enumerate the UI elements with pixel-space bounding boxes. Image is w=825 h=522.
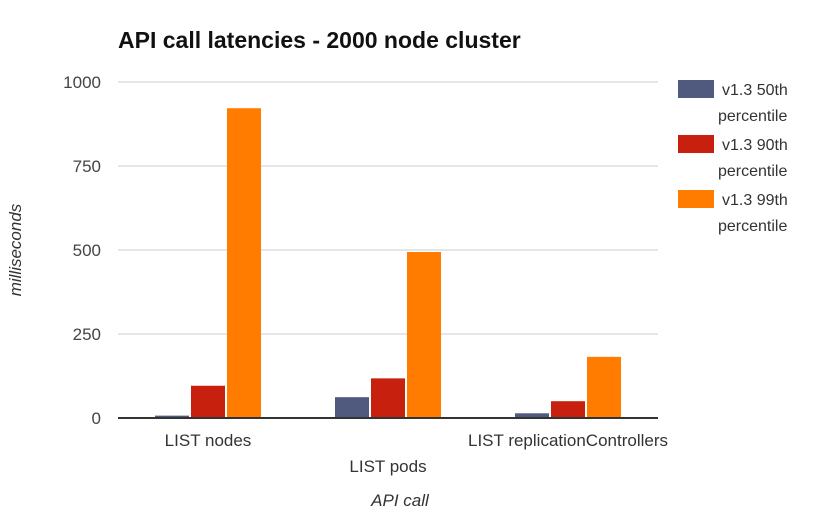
bar: [155, 415, 189, 418]
y-tick-label: 500: [73, 241, 101, 260]
x-category-label: LIST replicationControllers: [468, 431, 668, 450]
y-axis-title: milliseconds: [6, 203, 25, 296]
y-axis-ticks: 0 250 500 750 1000: [63, 73, 101, 428]
y-tick-label: 250: [73, 325, 101, 344]
legend-swatch: [678, 190, 714, 208]
y-tick-label: 1000: [63, 73, 101, 92]
legend-label: v1.3 90th: [722, 137, 788, 154]
bar: [227, 108, 261, 418]
bars: [155, 108, 621, 418]
bar: [335, 397, 369, 418]
y-tick-label: 0: [92, 409, 101, 428]
bar: [515, 413, 549, 418]
legend-label: percentile: [718, 163, 787, 180]
bar: [587, 356, 621, 418]
legend: v1.3 50th percentile v1.3 90th percentile v1…: [678, 80, 788, 235]
gridlines: [118, 81, 658, 335]
legend-label: percentile: [718, 218, 787, 235]
y-tick-label: 750: [73, 157, 101, 176]
legend-swatch: [678, 135, 714, 153]
legend-label: percentile: [718, 108, 787, 125]
bar: [551, 401, 585, 418]
legend-label: v1.3 50th: [722, 82, 788, 99]
x-axis-title: API call: [370, 491, 430, 510]
bar: [407, 252, 441, 418]
legend-swatch: [678, 80, 714, 98]
x-category-label: LIST pods: [349, 457, 426, 476]
chart-title: API call latencies - 2000 node cluster: [118, 27, 521, 53]
legend-label: v1.3 99th: [722, 192, 788, 209]
bar: [371, 378, 405, 418]
x-category-label: LIST nodes: [165, 431, 252, 450]
bar: [191, 385, 225, 418]
